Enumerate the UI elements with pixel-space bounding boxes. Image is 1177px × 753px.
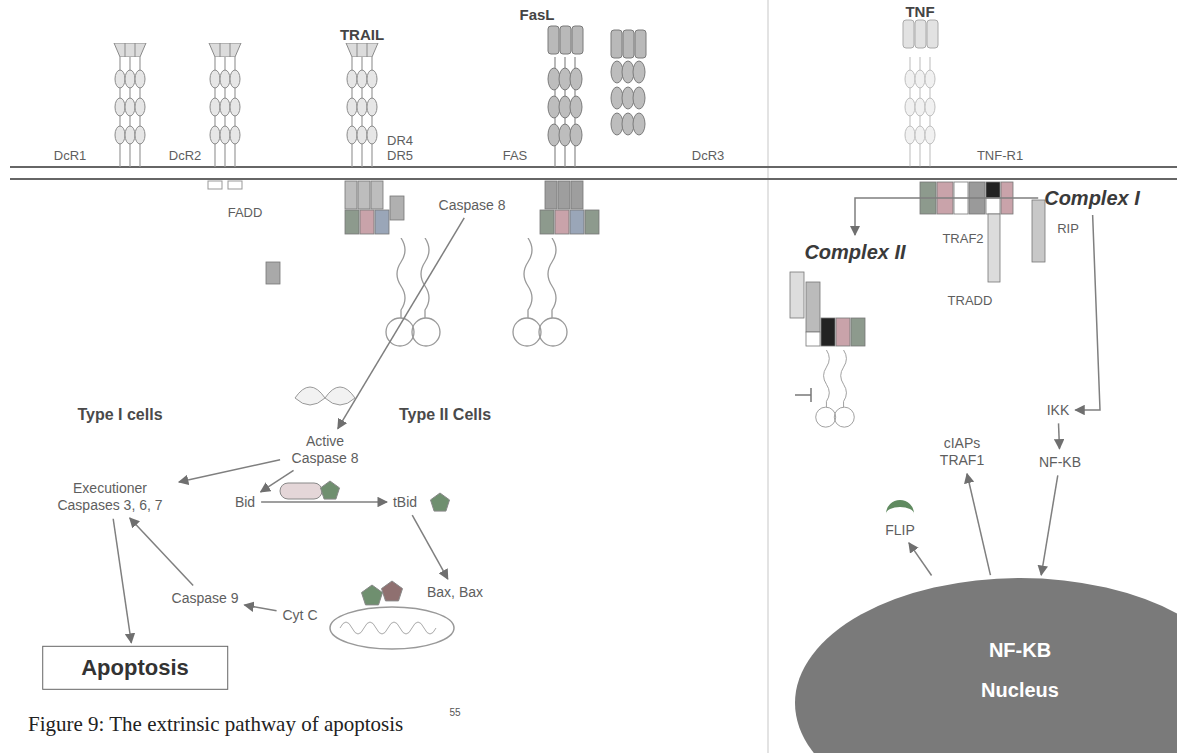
arrow-connector xyxy=(261,501,387,503)
soluble-decoy-receptor xyxy=(611,61,645,135)
protein-label: Executioner Caspases 3, 6, 7 xyxy=(44,478,176,516)
arrow-connector xyxy=(261,470,294,491)
adaptor-name: TRADD xyxy=(948,293,993,308)
receptor-name: DR5 xyxy=(387,148,413,163)
ligand-name: TNF xyxy=(905,3,934,20)
node-text: Cyt C xyxy=(283,607,318,624)
node-text: Apoptosis xyxy=(81,655,189,681)
node-text: Bax, Bax xyxy=(427,584,483,601)
fas-receptor xyxy=(548,57,582,167)
node-text: Caspase 9 xyxy=(172,590,239,607)
ligand-name: TRAIL xyxy=(340,26,384,43)
protein-label: Bid xyxy=(232,492,258,513)
arrow-connector xyxy=(1058,423,1060,448)
protein-label: cIAPs TRAF1 xyxy=(931,433,993,471)
mitochondrion xyxy=(330,607,454,649)
active-caspase-icon xyxy=(295,387,355,405)
nucleus-ellipse: NF-KB Nucleus xyxy=(795,578,1177,753)
tnf-receptor xyxy=(905,57,935,167)
protein-label: Bax, Bax xyxy=(424,582,486,603)
bid-icons xyxy=(280,481,450,605)
node-text: cIAPs TRAF1 xyxy=(934,435,990,469)
arrow-connector xyxy=(1041,475,1058,575)
arrow-connector xyxy=(130,518,193,585)
node-text: IKK xyxy=(1047,402,1070,419)
outcome-box: Apoptosis xyxy=(42,646,228,690)
node-text: Executioner Caspases 3, 6, 7 xyxy=(47,480,173,514)
complex-label: Complex II xyxy=(801,238,908,266)
protein-label: NF-KB xyxy=(1036,452,1084,473)
receptor-name: FAS xyxy=(503,148,528,163)
protein-label: Caspase 8 xyxy=(436,195,509,216)
cell-membrane xyxy=(10,167,1177,179)
protein-label: FLIP xyxy=(882,520,918,541)
node-text: Bid xyxy=(235,494,255,511)
node-text: Complex I xyxy=(1044,186,1140,210)
scan-fold-line xyxy=(767,0,769,753)
flip-icon xyxy=(886,500,914,514)
adaptor-name: TRAF2 xyxy=(942,231,983,246)
death-receptor xyxy=(347,57,377,167)
protein-label: IKK xyxy=(1044,400,1073,421)
node-text: NF-KB xyxy=(989,638,1051,662)
node-text: NF-KB xyxy=(1039,454,1081,471)
complex-label: Complex I xyxy=(1041,184,1143,212)
arrow-connector xyxy=(1075,215,1100,410)
decoy-receptor xyxy=(115,57,145,167)
arrow-connector xyxy=(855,198,1038,235)
node-text: FLIP xyxy=(885,522,915,539)
adaptor-name: FADD xyxy=(228,205,263,220)
arrow-connector xyxy=(412,515,448,579)
arrow-connector xyxy=(244,605,276,611)
procaspase-8 xyxy=(386,238,854,427)
arrow-connector xyxy=(967,474,990,575)
receptor-name: DcR3 xyxy=(692,148,725,163)
arrow-connector xyxy=(179,460,280,482)
receptors xyxy=(115,57,935,189)
ligands xyxy=(114,20,938,58)
figure-caption: Figure 9: The extrinsic pathway of apopt… xyxy=(28,712,403,737)
cell-type-heading: Type II Cells xyxy=(399,406,491,424)
page-number: 55 xyxy=(449,707,460,718)
receptor-name: DcR2 xyxy=(169,148,202,163)
disc-complexes xyxy=(266,181,1045,346)
node-text: tBid xyxy=(393,494,417,511)
adaptor-name: RIP xyxy=(1057,221,1079,236)
receptor-name: DcR1 xyxy=(54,148,87,163)
receptor-name: TNF-R1 xyxy=(977,148,1023,163)
receptor-name: DR4 xyxy=(387,133,413,148)
protein-label: Active Caspase 8 xyxy=(283,431,367,469)
node-text: Nucleus xyxy=(981,678,1059,702)
arrow-connector xyxy=(113,519,131,643)
arrow-connector xyxy=(338,218,464,429)
decoy-receptor xyxy=(210,57,240,167)
cell-type-heading: Type I cells xyxy=(77,406,162,424)
protein-label: tBid xyxy=(390,492,420,513)
protein-label: Caspase 9 xyxy=(169,588,242,609)
protein-label: Cyt C xyxy=(280,605,321,626)
node-text: Active Caspase 8 xyxy=(286,433,364,467)
node-text: Caspase 8 xyxy=(439,197,506,214)
ligand-name: FasL xyxy=(519,6,554,23)
nucleus-shape xyxy=(795,578,1177,753)
node-text: Complex II xyxy=(804,240,905,264)
nucleus-fill xyxy=(795,578,1177,753)
arrow-connector xyxy=(909,543,932,576)
